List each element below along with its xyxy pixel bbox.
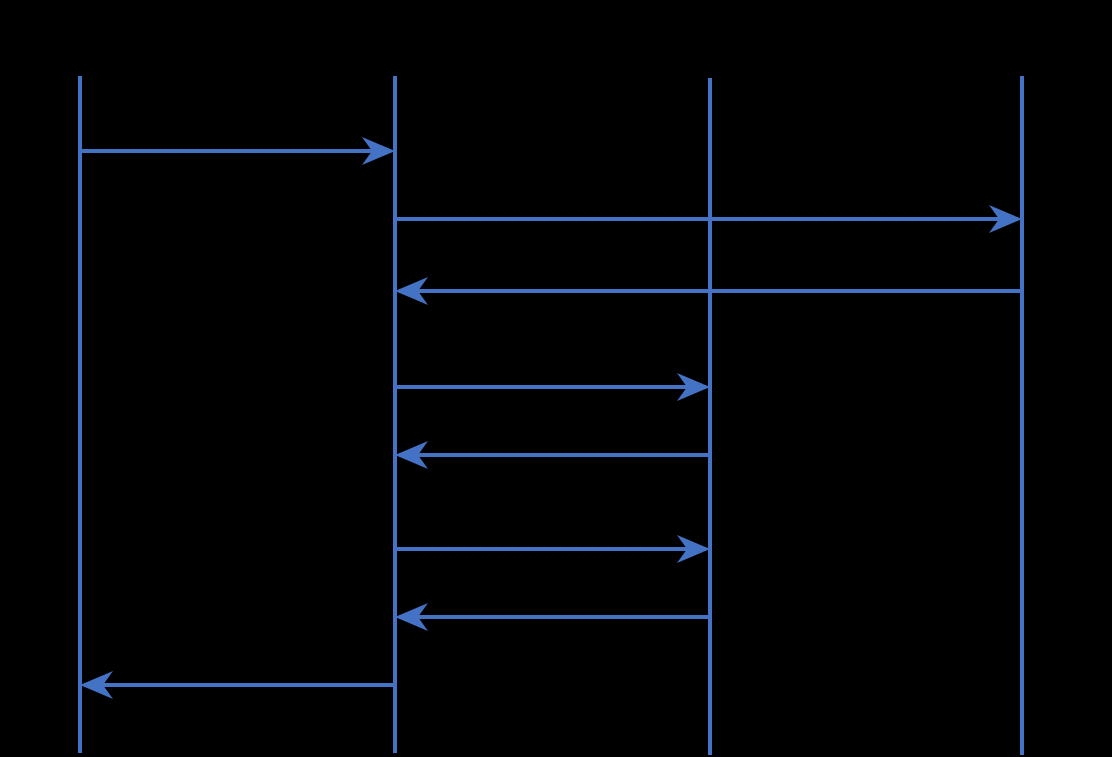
message-1-arrowhead-icon xyxy=(362,137,395,165)
message-3-arrowhead-icon xyxy=(395,277,428,305)
message-8-arrowhead-icon xyxy=(80,671,113,699)
message-4-arrowhead-icon xyxy=(677,373,710,401)
message-2-arrowhead-icon xyxy=(989,205,1022,233)
message-7-arrowhead-icon xyxy=(395,603,428,631)
message-5-arrowhead-icon xyxy=(395,441,428,469)
message-6-arrowhead-icon xyxy=(677,535,710,563)
